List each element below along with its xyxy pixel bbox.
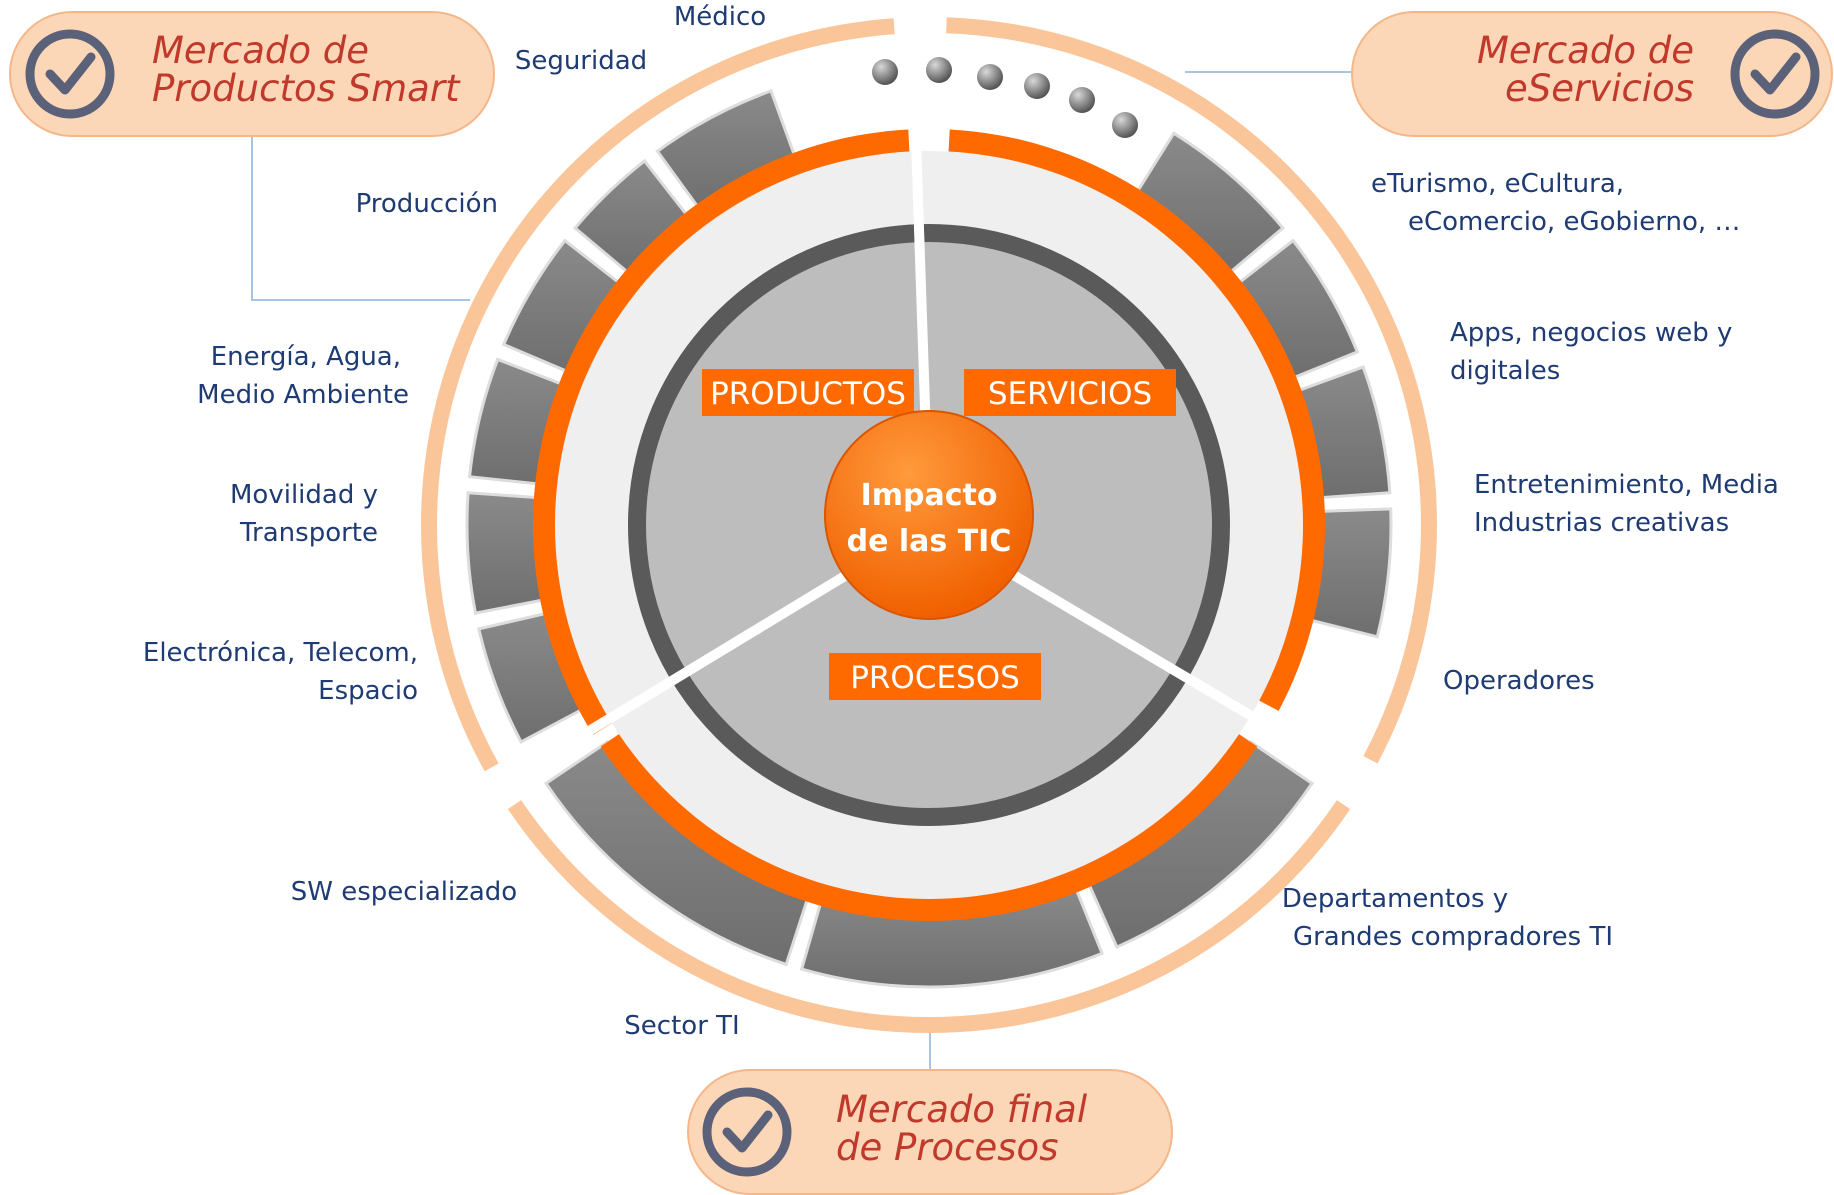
dark-ring: [628, 224, 1230, 826]
category-orange-arcs: [533, 129, 1325, 921]
orange-arc-procesos: [600, 734, 1258, 921]
market-productos-line-2: Productos Smart: [152, 67, 461, 110]
market-pill-productos-bg: [9, 11, 495, 137]
category-productos-label: PRODUCTOS: [710, 376, 906, 412]
market-arc-productos: [421, 18, 895, 772]
category-servicios: SERVICIOS: [964, 369, 1176, 416]
dot-1: [872, 59, 898, 85]
category-procesos: PROCESOS: [829, 653, 1041, 700]
market-servicios-line-2: eServicios: [1505, 67, 1694, 110]
label-sw: SW especializado: [291, 877, 517, 907]
market-procesos-line-1: Mercado final: [836, 1088, 1088, 1131]
category-servicios-label: SERVICIOS: [988, 376, 1152, 412]
market-procesos-line-2: de Procesos: [836, 1126, 1058, 1169]
market-pill-procesos: Mercado final de Procesos: [687, 1069, 1173, 1195]
market-arc-procesos: [507, 800, 1351, 1034]
check-circle-icon: [1730, 29, 1820, 119]
dot-4: [1024, 73, 1050, 99]
category-productos: PRODUCTOS: [702, 369, 914, 416]
category-procesos-box: [829, 653, 1041, 700]
check-circle-icon: [702, 1087, 792, 1177]
market-arcs: [421, 17, 1437, 1034]
label-eturismo-1: eTurismo, eCultura,: [1371, 169, 1624, 199]
label-movilidad-2: Transporte: [239, 518, 378, 548]
label-apps-2: digitales: [1450, 356, 1560, 386]
label-electronica-2: Espacio: [318, 676, 418, 706]
label-electronica-1: Electrónica, Telecom,: [143, 638, 418, 668]
dot-3: [977, 64, 1003, 90]
label-medico: Médico: [674, 2, 766, 32]
label-movilidad-1: Movilidad y: [230, 480, 378, 510]
dot-5: [1069, 87, 1095, 113]
center-circle: [824, 410, 1034, 620]
center-line-2: de las TIC: [847, 524, 1012, 559]
check-mark-icon: [45, 52, 96, 95]
label-energia-2: Medio Ambiente: [197, 380, 409, 410]
check-mark-icon: [722, 1110, 773, 1153]
category-procesos-label: PROCESOS: [850, 660, 1020, 696]
market-productos-line-1: Mercado de: [152, 29, 369, 72]
label-seguridad: Seguridad: [515, 46, 647, 76]
check-circle-icon: [25, 29, 115, 119]
label-operadores: Operadores: [1443, 666, 1595, 696]
connector-productos: [251, 136, 470, 301]
center-impacto: Impacto de las TIC: [824, 410, 1034, 620]
label-eturismo-2: eComercio, eGobierno, …: [1408, 207, 1740, 237]
check-mark-icon: [1750, 52, 1801, 95]
market-pill-procesos-bg: [687, 1069, 1173, 1195]
segment-labels: Médico Seguridad Producción Energía, Agu…: [143, 2, 1779, 1041]
label-departamentos-2: Grandes compradores TI: [1293, 922, 1613, 952]
market-arc-servicios: [946, 17, 1437, 764]
center-line-1: Impacto: [861, 478, 998, 513]
label-entretenimiento-2: Industrias creativas: [1474, 508, 1729, 538]
market-pill-servicios: Mercado de eServicios: [1351, 11, 1833, 137]
label-apps-1: Apps, negocios web y: [1450, 318, 1732, 348]
more-items-dots: [872, 57, 1138, 138]
label-departamentos-1: Departamentos y: [1282, 884, 1508, 914]
label-sector-ti: Sector TI: [624, 1011, 739, 1041]
market-pill-servicios-bg: [1351, 11, 1833, 137]
market-servicios-line-1: Mercado de: [1477, 29, 1694, 72]
orange-arc-productos: [533, 129, 910, 735]
category-servicios-box: [964, 369, 1176, 416]
dot-6: [1112, 112, 1138, 138]
connector-lines: [251, 71, 1352, 1070]
orange-arc-servicios: [948, 129, 1325, 711]
category-productos-box: [702, 369, 914, 416]
dot-2: [926, 57, 952, 83]
label-produccion: Producción: [356, 189, 498, 219]
market-pill-productos: Mercado de Productos Smart: [9, 11, 495, 137]
label-energia-1: Energía, Agua,: [211, 342, 401, 372]
label-entretenimiento-1: Entretenimiento, Media: [1474, 470, 1779, 500]
